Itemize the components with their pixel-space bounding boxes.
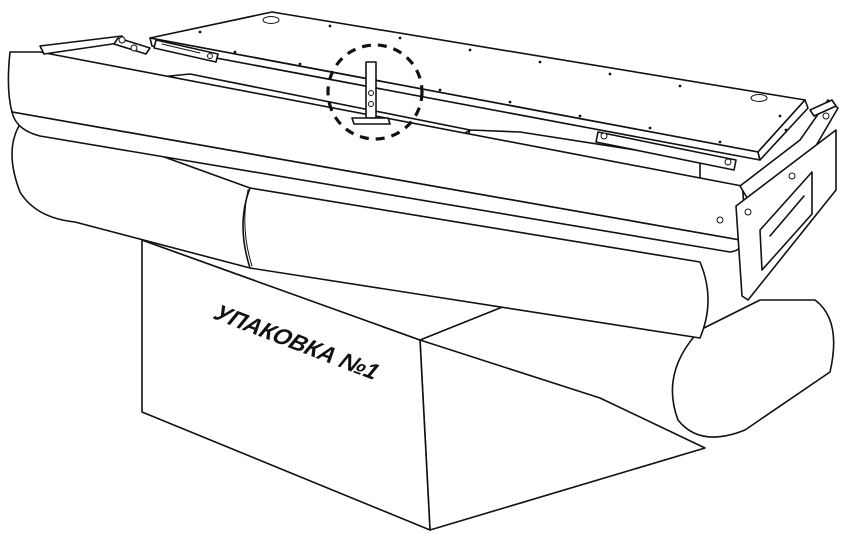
right-end-bolt-1: [744, 208, 752, 216]
top-panel-right-edge: [757, 99, 809, 161]
panel-hole-left: [262, 16, 280, 24]
left-hinge-pivot: [118, 36, 126, 44]
bottom-cushion-right-roll: [671, 299, 835, 438]
support-bracket-foot: [351, 117, 391, 125]
right-hinge-arm: [809, 99, 837, 117]
front-panel: [7, 51, 745, 253]
front-roll-left-segment: [11, 111, 251, 269]
right-bracket-hole-2: [724, 158, 732, 166]
front-roll-middle-segment: [242, 187, 709, 339]
support-bracket: [351, 61, 391, 125]
support-bracket-hole-1: [368, 90, 374, 96]
box-right-face: [419, 339, 706, 531]
bottom-cushion: [671, 299, 835, 438]
metal-frame: [39, 11, 839, 301]
right-end-bolt-4: [716, 216, 724, 224]
left-bracket-hole: [207, 53, 213, 59]
right-bracket-hole-1: [600, 132, 608, 140]
right-end-plate-opening: [759, 171, 813, 271]
front-roll-seam: [244, 189, 253, 267]
right-end-bolt-2: [788, 172, 796, 180]
right-slotted-bracket: [595, 131, 737, 171]
left-hinge-rail: [39, 35, 127, 55]
left-hinge-pivot-2: [130, 44, 138, 52]
right-end-plate-inner: [769, 195, 805, 237]
detail-callout-circle: [326, 43, 424, 141]
support-bracket-hole-2: [368, 101, 374, 107]
right-end-bolt-3: [822, 112, 830, 120]
front-roll-cushion: [11, 111, 709, 339]
panel-hole-right: [750, 94, 768, 102]
left-bracket-slot: [161, 43, 201, 54]
